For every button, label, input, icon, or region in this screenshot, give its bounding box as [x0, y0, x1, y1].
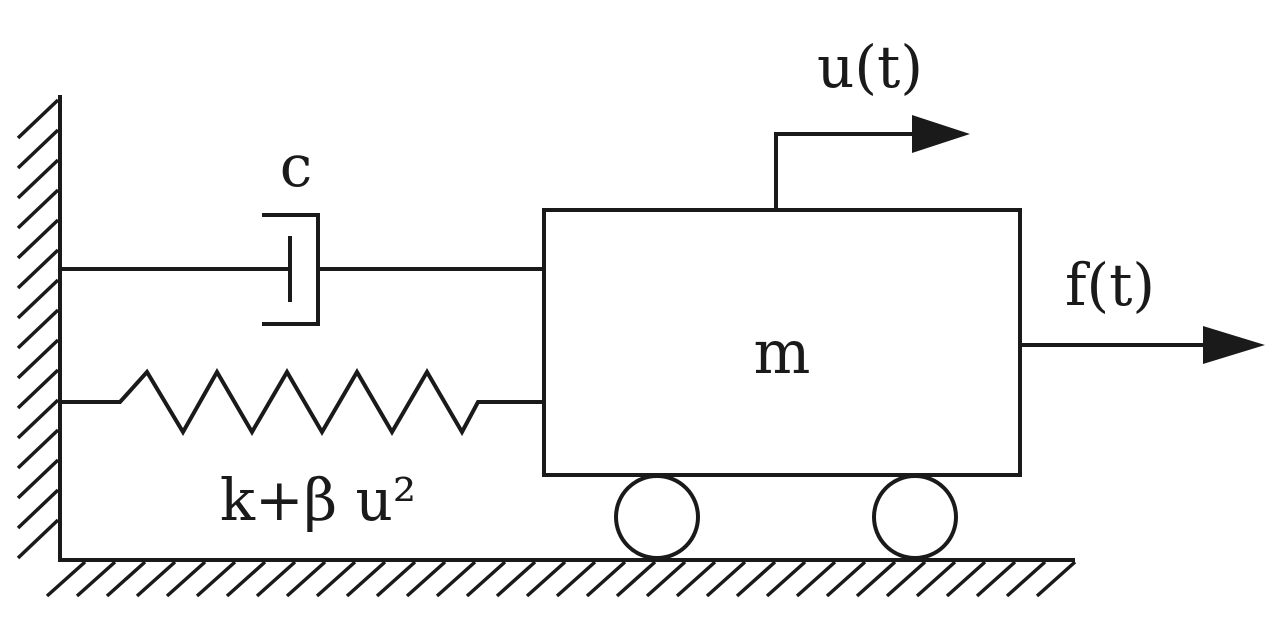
wall-hatch-line — [16, 278, 60, 320]
wall-hatch-line — [16, 158, 60, 200]
displacement-arrow-line — [774, 132, 925, 210]
ground-hatch-line — [885, 560, 927, 598]
wall-hatch-line — [16, 518, 60, 560]
ground-hatch-line — [165, 560, 207, 598]
ground-hatch-line — [615, 560, 657, 598]
ground-hatch-line — [435, 560, 477, 598]
ground-hatch-line — [1035, 560, 1077, 598]
ground-hatch-line — [315, 560, 357, 598]
spring — [60, 367, 545, 437]
wall-hatch-line — [16, 428, 60, 470]
damper — [60, 213, 545, 326]
ground-hatch-line — [405, 560, 447, 598]
wall-hatch-line — [16, 338, 60, 380]
ground-hatch-line — [105, 560, 147, 598]
spring-coil — [60, 367, 545, 437]
wall-hatch-line — [16, 218, 60, 260]
ground-hatch-line — [945, 560, 987, 598]
ground-hatch-line — [675, 560, 717, 598]
wheel-left — [614, 474, 700, 560]
spring-label: k+β u² — [220, 466, 416, 534]
ground-hatch-line — [1005, 560, 1047, 598]
ground-hatch-line — [705, 560, 747, 598]
ground-hatch-line — [645, 560, 687, 598]
wall-hatch-line — [16, 188, 60, 230]
ground-hatch-line — [525, 560, 567, 598]
ground-hatch-line — [855, 560, 897, 598]
force-arrow — [1020, 326, 1265, 364]
ground-hatch-line — [255, 560, 297, 598]
ground-hatch-line — [915, 560, 957, 598]
ground-hatching — [45, 560, 1077, 598]
wall-hatch-line — [16, 128, 60, 170]
mass-block — [542, 208, 1022, 477]
wall-hatch-line — [16, 368, 60, 410]
damper-label: c — [280, 132, 312, 200]
wall-hatch-line — [16, 458, 60, 500]
force-arrowhead — [1203, 326, 1265, 364]
ground-hatch-line — [735, 560, 777, 598]
wall-hatching — [16, 98, 60, 560]
ground-hatch-line — [135, 560, 177, 598]
wall-hatch-line — [16, 98, 60, 140]
ground-hatch-line — [585, 560, 627, 598]
ground-hatch-line — [795, 560, 837, 598]
wall-hatch-line — [16, 488, 60, 530]
mass-label: m — [754, 318, 811, 388]
ground-hatch-line — [345, 560, 387, 598]
ground-hatch-line — [225, 560, 267, 598]
wheel-right — [872, 474, 958, 560]
ground-hatch-line — [375, 560, 417, 598]
ground-hatch-line — [495, 560, 537, 598]
wall-hatch-line — [16, 308, 60, 350]
ground-hatch-line — [195, 560, 237, 598]
displacement-arrowhead — [912, 115, 970, 153]
wall — [16, 95, 62, 562]
ground-hatch-line — [555, 560, 597, 598]
ground-hatch-line — [465, 560, 507, 598]
displacement-label: u(t) — [817, 33, 923, 101]
ground-hatch-line — [825, 560, 867, 598]
ground-hatch-line — [75, 560, 117, 598]
ground-hatch-line — [285, 560, 327, 598]
wall-hatch-line — [16, 398, 60, 440]
force-label: f(t) — [1065, 251, 1155, 319]
ground-hatch-line — [975, 560, 1017, 598]
displacement-arrow — [774, 115, 970, 210]
ground — [45, 558, 1077, 598]
wall-hatch-line — [16, 248, 60, 290]
ground-hatch-line — [45, 560, 87, 598]
ground-hatch-line — [765, 560, 807, 598]
